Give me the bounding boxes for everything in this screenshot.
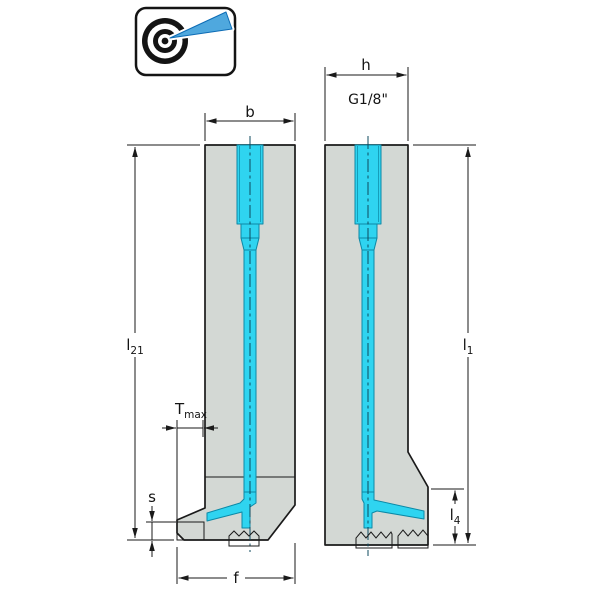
thread-label: G1/8" (348, 92, 388, 108)
right-insert-strip (355, 531, 393, 549)
dimension-h: h (324, 56, 409, 141)
left-side-insert (176, 521, 205, 541)
dim-label-h: h (361, 56, 371, 74)
precision-coolant-target-icon (134, 6, 237, 77)
dimension-l21: l21 (121, 144, 200, 541)
dim-label-bg (443, 504, 467, 526)
left-coolant-channel (206, 136, 264, 552)
dimension-tmax: Tmax (162, 400, 218, 520)
dim-label-tmax: Tmax (174, 400, 207, 421)
dim-label-f: f (233, 569, 239, 587)
dim-label-bg (121, 333, 149, 357)
dimension-l1: l1 (413, 144, 480, 546)
left-tool-body (176, 144, 296, 541)
coolant-outlet-branch (206, 491, 257, 529)
dim-label-l1: l1 (463, 336, 474, 357)
dimension-b: b (204, 103, 296, 141)
left-tool-view (176, 136, 296, 552)
right-tool-body (324, 144, 429, 546)
coolant-outlet-branch (361, 491, 425, 529)
dim-label-l21: l21 (126, 336, 144, 357)
right-coolant-channel (354, 136, 425, 556)
coolant-beam-icon (169, 11, 233, 39)
dim-label-s: s (148, 488, 156, 506)
right-clamp-insert (397, 529, 429, 549)
dim-label-b: b (245, 103, 255, 121)
target-center-dot (161, 37, 169, 45)
dim-label-l4: l4 (450, 506, 461, 527)
dim-label-bg (456, 333, 480, 357)
dim-label-bg (227, 567, 245, 588)
dimension-s: s (146, 488, 176, 557)
right-tool-view (324, 136, 429, 556)
dimension-f: f (176, 543, 296, 588)
dimension-l4: l4 (431, 488, 467, 544)
left-bottom-insert (228, 530, 260, 547)
